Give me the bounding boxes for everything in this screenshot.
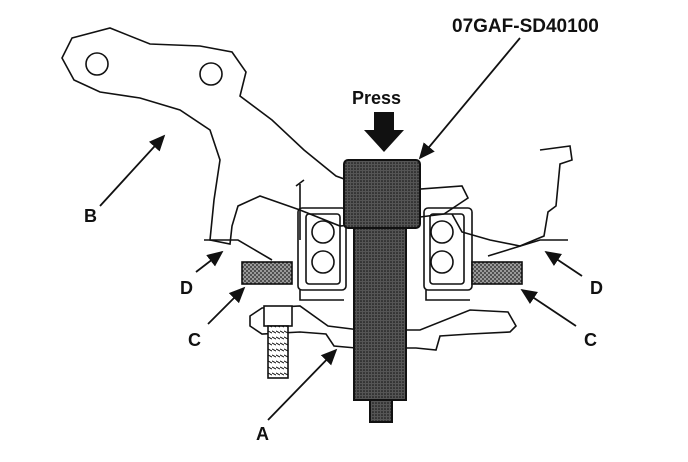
wheel-bolt [263, 305, 293, 379]
support-plate-c-left [241, 261, 293, 285]
press-arrow-icon [364, 112, 404, 152]
support-plate-c-right [471, 261, 523, 285]
snap-ring-d-right [487, 239, 568, 257]
label-d-right: D [590, 278, 603, 298]
hub-a [249, 305, 517, 351]
bearing-assembly [297, 207, 473, 301]
label-c-right: C [584, 330, 597, 350]
label-d-left: D [180, 278, 193, 298]
label-a: A [256, 424, 269, 444]
label-b: B [84, 206, 97, 226]
tool-label: 07GAF-SD40100 [452, 16, 599, 37]
leader-lines [99, 37, 583, 421]
snap-ring-d-left [204, 239, 273, 261]
press-label: Press [352, 88, 401, 108]
label-c-left: C [188, 330, 201, 350]
press-tool [343, 159, 421, 423]
